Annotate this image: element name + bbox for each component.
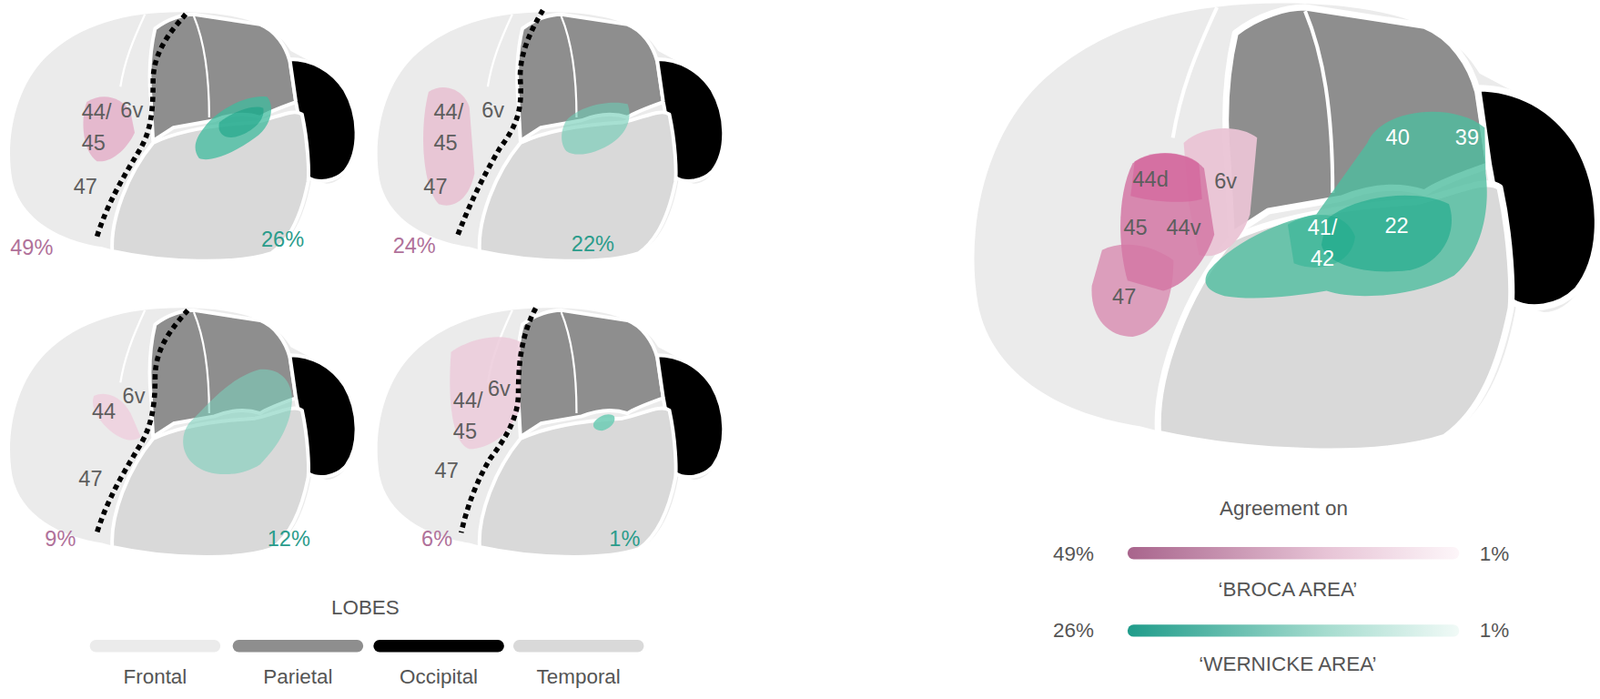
area-number: 44d <box>1132 164 1168 196</box>
area-number: 6v <box>1214 166 1237 198</box>
wernicke-core <box>218 106 264 138</box>
wernicke-region <box>182 369 293 475</box>
area-number: 41/ 42 <box>1302 212 1344 274</box>
broca-percentage: 6% <box>421 523 453 555</box>
legend-label: ‘WERNICKE AREA’ <box>1198 648 1377 679</box>
broca-percentage: 49% <box>10 232 53 264</box>
legend-label: 1% <box>1479 538 1509 569</box>
legend-label: Occipital <box>399 662 478 693</box>
wernicke-percentage: 1% <box>608 523 640 555</box>
legend-label: Parietal <box>263 662 333 693</box>
wernicke-region <box>195 96 272 160</box>
legend-label: 26% <box>1053 615 1094 646</box>
wernicke-percentage: 12% <box>267 523 311 555</box>
area-number: 6v <box>481 94 505 126</box>
area-number: 45 <box>1123 212 1147 244</box>
legend-swatch <box>373 639 505 652</box>
area-number: 47 <box>73 171 98 203</box>
area-number: 39 <box>1455 122 1479 154</box>
legend-swatch <box>513 639 645 652</box>
area-number: 44/ 45 <box>433 97 470 160</box>
area-number: 44/ 45 <box>81 97 119 160</box>
area-number: 47 <box>435 455 459 487</box>
area-number: 6v <box>122 380 146 412</box>
legend-label: Temporal <box>536 662 621 693</box>
broca-44d-region <box>1130 152 1202 203</box>
wernicke-percentage: 22% <box>571 228 615 260</box>
wernicke-core-region <box>1321 195 1452 273</box>
wernicke-percentage: 26% <box>261 224 304 256</box>
area-number: 40 <box>1386 122 1410 154</box>
wernicke-region <box>561 102 629 155</box>
area-number: 22 <box>1384 210 1408 242</box>
area-number: 44v <box>1165 212 1201 244</box>
brain-panel <box>377 307 725 557</box>
broca-core-region <box>1120 153 1215 292</box>
brain-panel <box>377 10 725 262</box>
broca-region <box>449 336 520 449</box>
legend-swatch <box>90 639 222 652</box>
area-number: 47 <box>423 171 447 203</box>
wernicke-outer-region <box>1205 111 1487 299</box>
area-number: 44/ 45 <box>453 385 490 448</box>
legend-swatch <box>232 639 365 652</box>
area-number: 47 <box>78 463 102 495</box>
wernicke-region <box>593 414 615 431</box>
broca-percentage: 9% <box>44 523 76 555</box>
area-number: 6v <box>487 373 511 405</box>
area-number: 6v <box>120 94 143 126</box>
broca-percentage: 24% <box>393 230 436 262</box>
dashed-boundary <box>97 14 187 237</box>
wernicke-gradient-bar <box>1127 624 1459 637</box>
area-number: 44 <box>91 395 116 427</box>
area-number: 47 <box>1112 281 1136 313</box>
dashed-boundary <box>456 10 543 237</box>
legend-label: Frontal <box>123 662 188 693</box>
brain-summary <box>973 3 1599 452</box>
broca-region <box>423 87 475 206</box>
legend-label: 49% <box>1053 538 1094 569</box>
legend-label: 1% <box>1479 615 1509 646</box>
legend-label: LOBES <box>331 592 400 623</box>
broca-gradient-bar <box>1127 546 1459 559</box>
brain-panel <box>10 11 357 261</box>
brain-panel <box>10 307 357 557</box>
legend-label: ‘BROCA AREA’ <box>1217 574 1357 605</box>
legend-label: Agreement on <box>1219 494 1348 525</box>
